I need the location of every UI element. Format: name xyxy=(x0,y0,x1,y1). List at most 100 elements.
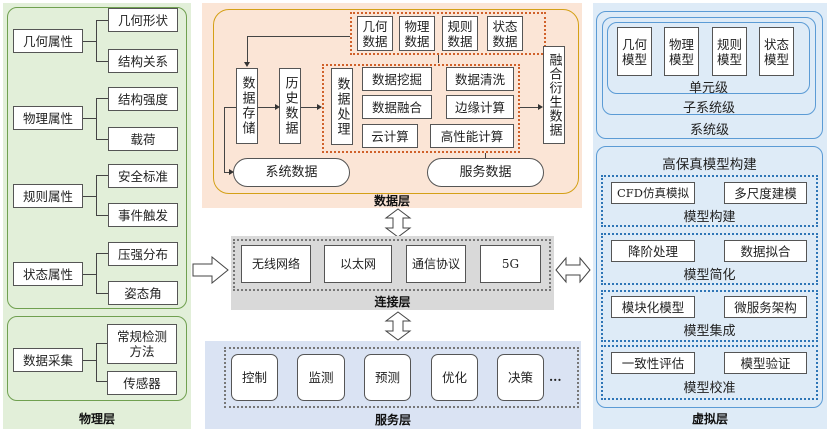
connection-layer-title: 连接层 xyxy=(374,295,411,309)
arrow-head xyxy=(538,104,543,110)
data-frame xyxy=(213,9,579,194)
unit-level-frame xyxy=(607,22,810,94)
system-level-label: 系统级 xyxy=(689,123,729,138)
processing-frame xyxy=(322,64,520,153)
double-arrow-connection-virtual-icon xyxy=(555,256,591,284)
connector xyxy=(83,274,96,275)
subsystem-level-frame xyxy=(602,17,816,115)
connector xyxy=(96,343,97,382)
connector xyxy=(83,118,96,119)
arrow-head xyxy=(229,169,234,175)
data-fusion: 数据融合 xyxy=(362,95,432,119)
connector xyxy=(96,253,97,294)
arrow-head xyxy=(275,104,280,110)
connector xyxy=(96,61,108,62)
sources-frame xyxy=(350,12,546,55)
service-layer-title: 服务层 xyxy=(374,413,411,427)
attribute-rule: 规则属性 xyxy=(13,184,83,208)
service-data: 服务数据 xyxy=(427,158,544,187)
geometry-model: 几何模型 xyxy=(617,27,652,76)
source-physical: 物理数据 xyxy=(399,16,435,51)
group-caption-integrate: 模型集成 xyxy=(683,324,736,339)
connector xyxy=(301,107,319,108)
service-optimization: 优化 xyxy=(431,354,478,401)
attribute-state: 状态属性 xyxy=(13,262,83,286)
connector xyxy=(96,215,108,216)
system-data: 系统数据 xyxy=(233,158,350,187)
connection-frame xyxy=(233,239,551,291)
attribute-geometry: 几何属性 xyxy=(13,29,83,53)
source-state: 状态数据 xyxy=(487,16,523,51)
connector xyxy=(224,107,236,108)
arrow-head xyxy=(317,104,322,110)
history-data: 历史数据 xyxy=(279,68,301,144)
load: 载荷 xyxy=(108,127,178,151)
physical-model: 物理模型 xyxy=(664,27,699,76)
structural-strength: 结构强度 xyxy=(108,87,178,111)
connector xyxy=(83,41,96,42)
acquisition-group xyxy=(7,316,187,401)
connector xyxy=(96,175,108,176)
double-arrow-connection-service-icon xyxy=(384,311,412,341)
multiscale-modeling: 多尺度建模 xyxy=(724,182,807,204)
unit-level-label: 单元级 xyxy=(688,81,728,96)
connector xyxy=(247,36,248,64)
cfd-simulation: CFD仿真模拟 xyxy=(611,182,695,204)
connector xyxy=(83,196,96,197)
ellipsis: ... xyxy=(549,370,562,384)
wireless-network: 无线网络 xyxy=(241,245,311,283)
service-prediction: 预测 xyxy=(364,354,411,401)
connector xyxy=(96,175,97,216)
connector xyxy=(258,107,277,108)
connector xyxy=(96,98,108,99)
virtual-layer-title: 虚拟层 xyxy=(691,412,728,426)
subsystem-level-label: 子系统级 xyxy=(682,101,735,116)
attributes-group xyxy=(7,7,187,309)
connector xyxy=(96,381,107,382)
double-arrow-data-connection-icon xyxy=(384,208,412,238)
arrow-head xyxy=(244,62,250,67)
consistency-evaluation: 一致性评估 xyxy=(611,352,695,374)
sensor: 传感器 xyxy=(107,371,177,395)
microservice-architecture: 微服务架构 xyxy=(724,296,807,318)
connector xyxy=(96,20,97,62)
physical-layer-title: 物理层 xyxy=(78,412,115,426)
group-model-build xyxy=(601,175,818,227)
connector xyxy=(96,253,108,254)
hifi-title: 高保真模型构建 xyxy=(662,157,757,173)
group-model-simplify xyxy=(601,233,818,285)
service-frame xyxy=(224,347,579,408)
5g: 5G xyxy=(480,245,541,283)
cloud-computing: 云计算 xyxy=(362,124,418,148)
edge-computing: 边缘计算 xyxy=(446,95,514,119)
rule-model: 规则模型 xyxy=(712,27,747,76)
fused-derived-data: 融合衍生数据 xyxy=(543,46,565,144)
ethernet: 以太网 xyxy=(324,245,392,283)
source-geometry: 几何数据 xyxy=(357,16,393,51)
communication-protocol: 通信协议 xyxy=(406,245,466,283)
group-caption-calibrate: 模型校准 xyxy=(683,381,736,396)
connector xyxy=(96,20,108,21)
connector xyxy=(224,172,231,173)
model-validation: 模型验证 xyxy=(724,352,807,374)
group-caption-simplify: 模型简化 xyxy=(683,268,736,283)
connector xyxy=(485,153,486,159)
connector xyxy=(83,360,96,361)
event-trigger: 事件触发 xyxy=(108,203,178,227)
hpc: 高性能计算 xyxy=(430,124,514,148)
connector xyxy=(96,343,107,344)
safety-standard: 安全标准 xyxy=(108,164,178,188)
state-model: 状态模型 xyxy=(759,27,794,76)
hifi-frame xyxy=(596,146,823,408)
structure-relation: 结构关系 xyxy=(108,49,178,73)
connector xyxy=(96,139,108,140)
modular-model: 模块化模型 xyxy=(611,296,695,318)
data-mining: 数据挖掘 xyxy=(362,67,432,91)
data-acquisition: 数据采集 xyxy=(13,348,83,372)
attribute-physical: 物理属性 xyxy=(13,106,83,130)
pressure-distribution: 压强分布 xyxy=(108,242,178,266)
reduced-order: 降阶处理 xyxy=(611,240,695,262)
data-processing: 数据处理 xyxy=(331,68,353,145)
arrow-physical-to-connection-icon xyxy=(192,256,229,284)
connector xyxy=(96,98,97,140)
